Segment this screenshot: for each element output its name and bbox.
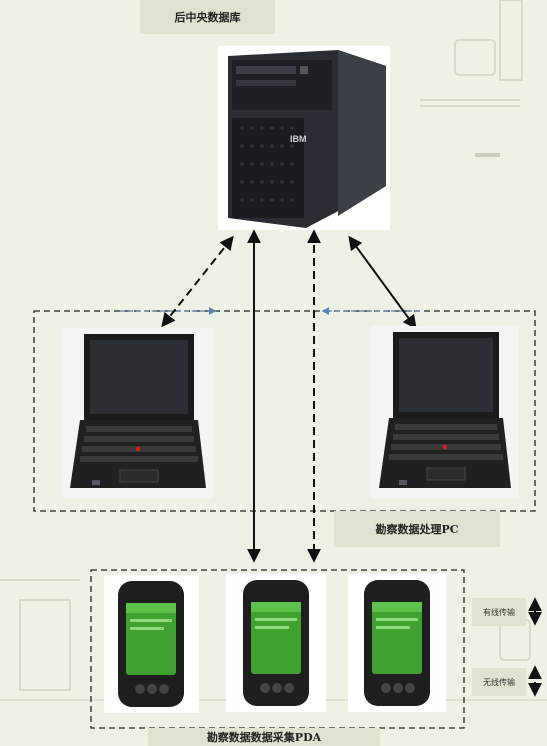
pda-label: 勘察数据数据采集PDA xyxy=(148,728,380,746)
pda-label-text: 勘察数据数据采集PDA xyxy=(206,731,322,744)
pda-group-box xyxy=(90,569,465,729)
pc-label-text: 勘察数据处理PC xyxy=(375,523,459,536)
link-server-pc-left xyxy=(161,235,234,328)
legend-wired-text: 有线传输 xyxy=(483,607,515,617)
laptop-right-image xyxy=(371,326,519,498)
legend-wireless-text: 无线传输 xyxy=(483,677,515,687)
laptop-left-image xyxy=(62,328,213,498)
link-server-pc-right xyxy=(348,235,417,330)
server-label-text: 后中央数据库 xyxy=(174,11,241,24)
pc-group-box xyxy=(33,310,536,512)
server-image: IBM xyxy=(218,46,390,230)
pc-label: 勘察数据处理PC xyxy=(334,511,500,547)
pda-1-image xyxy=(104,575,199,713)
legend-wireless-label: 无线传输 xyxy=(472,668,526,696)
server-brand-logo: IBM xyxy=(290,134,307,144)
legend-wired-label: 有线传输 xyxy=(472,598,526,626)
pda-2-image xyxy=(226,574,326,712)
server-label: 后中央数据库 xyxy=(140,0,275,34)
pda-3-image xyxy=(348,574,446,712)
